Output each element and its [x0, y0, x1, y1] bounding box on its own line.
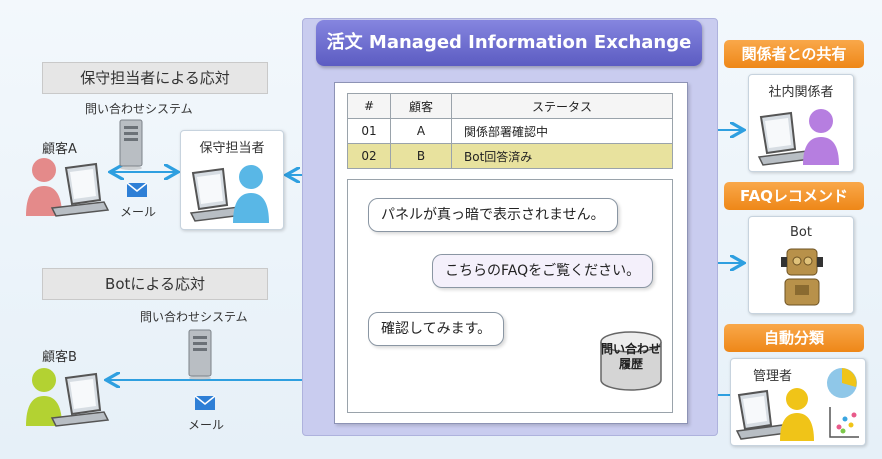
pie-chart-icon [827, 368, 857, 398]
table-cell: 関係部署確認中 [451, 118, 673, 144]
table-cell: B [390, 143, 452, 169]
robot-icon [781, 248, 823, 306]
mail-icon [126, 182, 148, 197]
chat-bubble-customer: 確認してみます。 [368, 312, 505, 346]
table-header: ステータス [451, 93, 673, 119]
table-cell: Bot回答済み [451, 143, 673, 169]
section-label-bot: Botによる応対 [42, 268, 268, 300]
status-table-wrap: # 顧客 ステータス 01 A 関係部署確認中 02 B Bot回答済み [347, 93, 673, 169]
admin-label: 管理者 [753, 369, 793, 384]
share-card: 社内関係者 [748, 74, 854, 172]
customer-a-person-icon [26, 158, 110, 217]
table-header: # [347, 93, 391, 119]
classify-tag: 自動分類 [724, 324, 864, 352]
history-label: 問い合わせ履歴 [600, 342, 661, 371]
system-title: 活文 Managed Information Exchange [316, 20, 702, 66]
section-label-staff: 保守担当者による応対 [42, 62, 268, 94]
database-icon [600, 331, 662, 391]
status-table: # 顧客 ステータス 01 A 関係部署確認中 02 B Bot回答済み [347, 93, 673, 169]
table-cell: 02 [347, 143, 391, 169]
bot-label: Bot [790, 225, 812, 240]
mail-label-b: メール [188, 418, 225, 432]
table-row[interactable]: 01 A 関係部署確認中 [347, 118, 673, 144]
server-icon [188, 329, 212, 380]
customer-a-label: 顧客A [42, 142, 77, 157]
table-header: 顧客 [390, 93, 452, 119]
chat-bubble-customer: パネルが真っ暗で表示されません。 [368, 198, 618, 232]
system-window: # 顧客 ステータス 01 A 関係部署確認中 02 B Bot回答済み パネル… [334, 82, 688, 424]
customer-b-person-icon [26, 368, 110, 427]
chat-bubble-bot: こちらのFAQをご覧ください。 [432, 254, 654, 288]
admin-person-icon [735, 388, 814, 441]
scatter-chart-icon [829, 407, 859, 438]
colleague-person-icon [757, 109, 839, 166]
table-cell: 01 [347, 118, 391, 144]
mail-icon [194, 395, 216, 410]
faq-tag: FAQレコメンド [724, 182, 864, 210]
system-label-a: 問い合わせシステム [85, 102, 193, 116]
share-label: 社内関係者 [768, 85, 834, 100]
share-tag: 関係者との共有 [724, 40, 864, 68]
customer-b-label: 顧客B [42, 350, 77, 365]
staff-person-icon [189, 165, 269, 223]
chat-area: パネルが真っ暗で表示されません。 こちらのFAQをご覧ください。 確認してみます… [347, 179, 673, 413]
server-icon [119, 119, 143, 170]
table-cell: A [390, 118, 452, 144]
staff-label: 保守担当者 [199, 141, 265, 156]
classify-card: 管理者 [730, 358, 866, 446]
table-row[interactable]: 02 B Bot回答済み [347, 143, 673, 169]
system-label-b: 問い合わせシステム [140, 310, 248, 324]
staff-card: 保守担当者 [180, 130, 284, 230]
mail-label-a: メール [120, 205, 157, 219]
faq-card: Bot [748, 216, 854, 314]
